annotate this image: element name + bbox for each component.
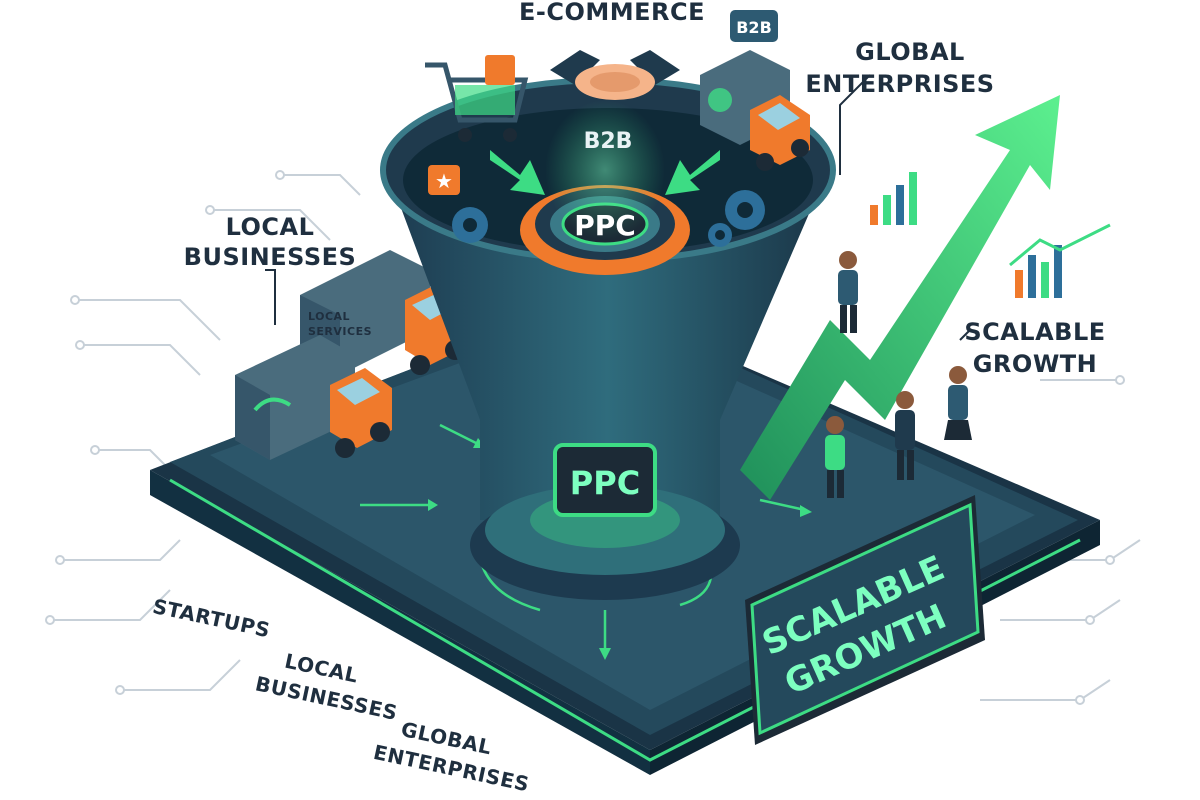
- global-enterprises-top-label-1: GLOBAL: [855, 38, 965, 66]
- b2b-tag-label: B2B: [736, 18, 772, 37]
- scalable-growth-right-label-2: GROWTH: [973, 350, 1098, 378]
- startups-label: STARTUPS: [151, 594, 273, 642]
- handshake-icon: [550, 50, 680, 100]
- person-figure: [895, 391, 915, 480]
- svg-text:★: ★: [435, 169, 453, 193]
- ppc-top-label: PPC: [574, 209, 636, 242]
- bar-chart-icon: [1009, 223, 1111, 298]
- person-figure: [825, 416, 845, 498]
- leader-lines: [265, 74, 971, 341]
- b2b-tag-badge: [730, 10, 778, 42]
- shopping-cart-icon: [425, 55, 529, 142]
- local-businesses-left-label-1: LOCAL: [226, 213, 315, 241]
- person-figure: [944, 366, 972, 440]
- person-figure: [838, 251, 858, 333]
- delivery-truck-icon: [235, 335, 392, 460]
- bar-chart-icon: [870, 172, 917, 225]
- star-icon: ★: [428, 165, 460, 195]
- local-services-label-1: LOCAL: [308, 310, 350, 323]
- circuit-nodes: [45, 170, 1125, 705]
- ppc-bottom-label: PPC: [570, 464, 640, 502]
- local-businesses-left-label-2: BUSINESSES: [184, 243, 357, 271]
- gear-icon: [708, 190, 765, 247]
- ecommerce-label: E-COMMERCE: [519, 0, 705, 26]
- b2b-funnel-label: B2B: [584, 129, 633, 154]
- scalable-growth-right-label-1: SCALABLE: [964, 318, 1105, 346]
- global-enterprises-top-label-2: ENTERPRISES: [805, 70, 994, 98]
- local-services-label-2: SERVICES: [308, 325, 372, 338]
- delivery-truck-icon: [700, 50, 810, 171]
- inlet-arrows: [490, 150, 720, 195]
- gear-icon: [452, 207, 488, 243]
- ppc-funnel: [380, 77, 836, 600]
- scalable-growth-sign: [745, 495, 985, 745]
- growth-arrow-icon: [740, 95, 1060, 500]
